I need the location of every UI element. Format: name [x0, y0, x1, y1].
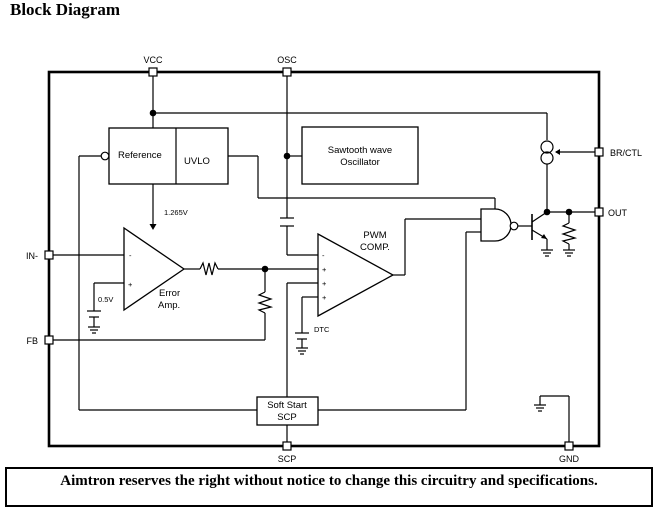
- error-amp-plus: +: [128, 280, 133, 289]
- pin-label-fb: FB: [26, 336, 38, 346]
- dtc-label: DTC: [314, 325, 330, 334]
- pwm-label-1: PWM: [363, 230, 386, 241]
- soft-start-net: [286, 282, 318, 397]
- pin-label-gnd: GND: [559, 454, 580, 464]
- inverter-bubble-icon: [100, 151, 110, 161]
- current-source-icon: [540, 140, 554, 154]
- feedback-network: [49, 261, 318, 341]
- pwm-label-2: COMP.: [360, 242, 390, 253]
- vref-label: 1.265V: [164, 208, 188, 217]
- pin-br-ctl: [594, 147, 604, 157]
- pin-label-br-ctl: BR/CTL: [610, 148, 642, 158]
- pwm-out-net: [393, 218, 481, 276]
- inverter-bubble-icon: [509, 221, 519, 231]
- resistor-icon: [199, 261, 219, 276]
- nand-gate: [318, 208, 519, 411]
- enable-net: [78, 155, 257, 411]
- soft-start-label-2: SCP: [277, 412, 297, 423]
- pin-label-osc: OSC: [277, 55, 297, 65]
- bias-source: 0.5V: [87, 282, 124, 334]
- oscillator-label-2: Oscillator: [340, 157, 380, 168]
- pin-label-scp: SCP: [278, 454, 297, 464]
- error-amp-minus: -: [129, 251, 132, 260]
- output-transistor: [518, 211, 553, 257]
- bias-label: 0.5V: [98, 295, 113, 304]
- junction-dot: [283, 152, 291, 160]
- reference-uvlo-block: Reference UVLO: [100, 127, 229, 185]
- osc-net: [280, 72, 318, 256]
- pin-label-in-minus: IN-: [26, 251, 38, 261]
- pwm-plus-2: +: [322, 279, 327, 288]
- gnd-net: [534, 395, 570, 446]
- dtc-net: DTC: [295, 296, 330, 355]
- error-amp-label-1: Error: [159, 288, 180, 299]
- oscillator-block: Sawtooth wave Oscillator: [301, 126, 419, 185]
- notice-box: Aimtron reserves the right without notic…: [5, 467, 653, 507]
- out-net: [543, 208, 599, 257]
- junction-dot: [543, 208, 551, 216]
- pwm-plus-3: +: [322, 293, 327, 302]
- resistor-icon: [257, 291, 274, 314]
- vref-arrow: 1.265V: [149, 184, 188, 230]
- pin-scp: [282, 441, 292, 451]
- pin-label-out: OUT: [608, 208, 628, 218]
- current-source: [540, 140, 599, 212]
- reference-label: Reference: [118, 150, 162, 161]
- pwm-plus-1: +: [322, 265, 327, 274]
- pin-label-vcc: VCC: [143, 55, 163, 65]
- error-amp: - + Error Amp.: [123, 226, 186, 312]
- pin-fb: [44, 335, 54, 345]
- uvlo-net: [228, 155, 496, 209]
- resistor-icon: [561, 222, 578, 245]
- vcc-net: [149, 72, 548, 140]
- pwm-minus: -: [322, 251, 325, 260]
- pin-out: [594, 207, 604, 217]
- soft-start-label-1: Soft Start: [267, 400, 307, 411]
- uvlo-label: UVLO: [184, 156, 210, 167]
- pin-in-minus: [44, 250, 54, 260]
- pin-osc: [282, 67, 292, 77]
- soft-start-block: Soft Start SCP: [256, 396, 319, 446]
- notice-text: Aimtron reserves the right without notic…: [60, 473, 598, 489]
- error-amp-label-2: Amp.: [158, 300, 180, 311]
- pwm-comparator: - + + + PWM COMP.: [317, 230, 395, 318]
- oscillator-label-1: Sawtooth wave: [328, 145, 392, 156]
- page-title: Block Diagram: [10, 0, 121, 19]
- pin-gnd: [564, 441, 574, 451]
- junction-dot: [149, 109, 157, 117]
- pin-vcc: [148, 67, 158, 77]
